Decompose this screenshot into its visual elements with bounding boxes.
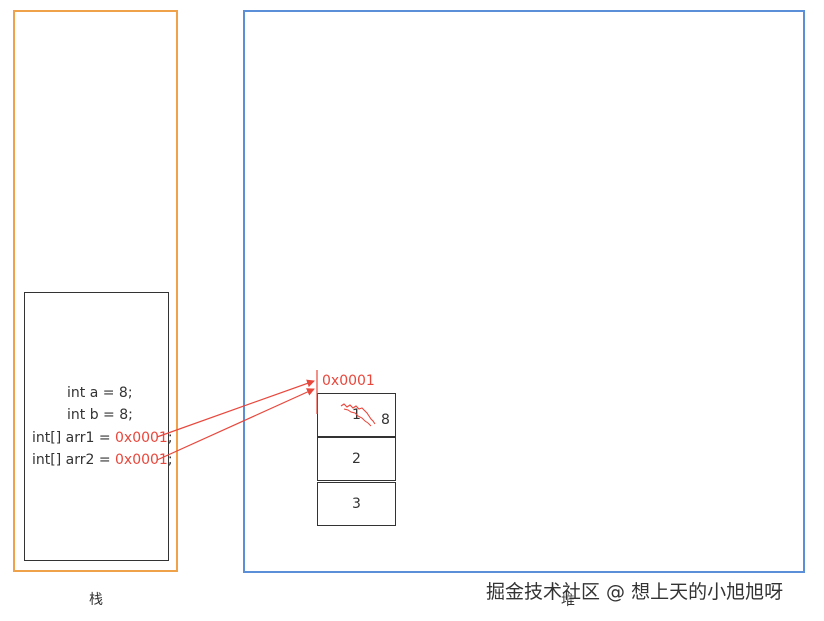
code-text: int[] arr2 =: [32, 452, 116, 468]
watermark: 掘金技术社区 @ 想上天的小旭旭呀: [486, 581, 784, 603]
array-cell-value: 3: [352, 496, 361, 512]
heap-region: [243, 10, 805, 573]
code-line-int-a: int a = 8;: [67, 384, 133, 402]
code-text: int a = 8;: [67, 385, 133, 401]
code-line-arr1: int[] arr1 = 0x0001;: [32, 429, 173, 447]
stack-label: 栈: [89, 592, 103, 608]
heap-label: 堆: [561, 593, 575, 609]
array-cell-0-new-value: 8: [381, 412, 390, 428]
array-cell-2: 3: [317, 482, 396, 526]
code-line-arr2: int[] arr2 = 0x0001;: [32, 451, 173, 469]
array-cell-value: 2: [352, 451, 361, 467]
arr1-address: 0x0001: [115, 430, 168, 446]
code-semicolon: ;: [167, 452, 173, 468]
code-semicolon: ;: [167, 430, 173, 446]
array-cell-1: 2: [317, 437, 396, 481]
code-text: int[] arr1 =: [32, 430, 116, 446]
arr2-address: 0x0001: [115, 452, 168, 468]
array-cell-value: 1: [352, 407, 361, 423]
stack-region: [13, 10, 178, 572]
code-line-int-b: int b = 8;: [67, 406, 133, 424]
heap-array-address: 0x0001: [322, 373, 375, 389]
code-text: int b = 8;: [67, 407, 133, 423]
stack-frame-box: [24, 292, 169, 561]
